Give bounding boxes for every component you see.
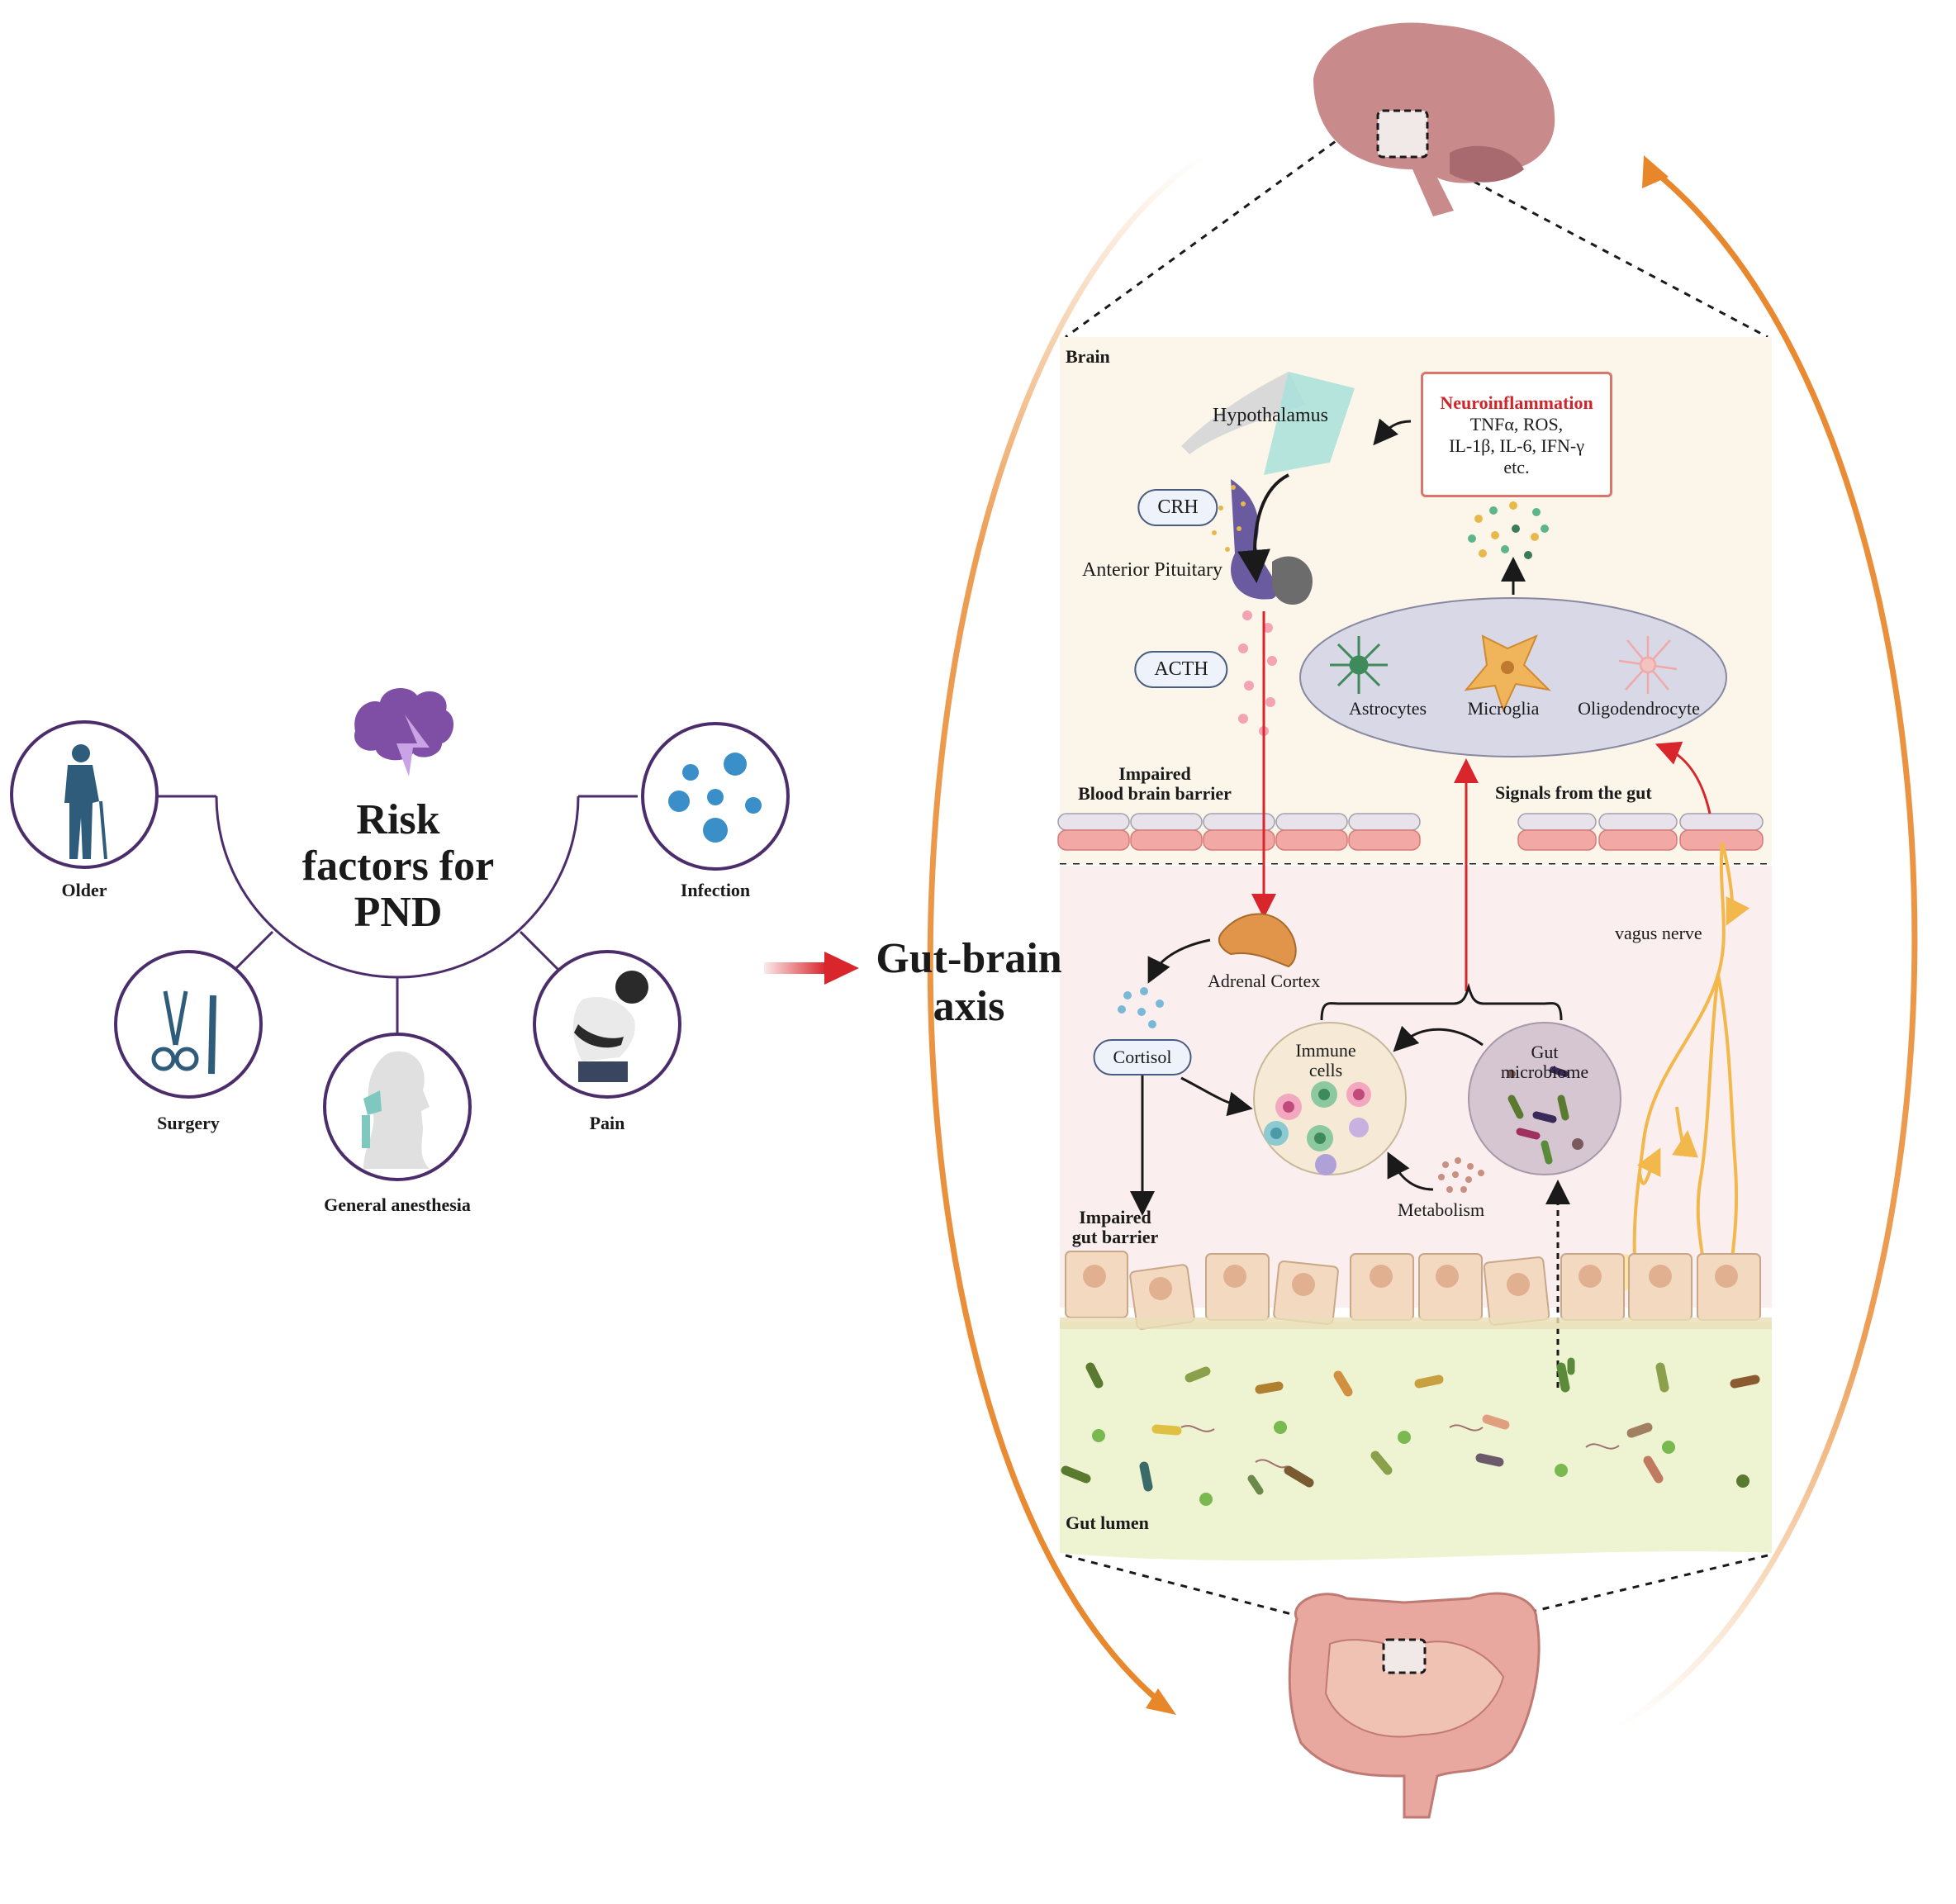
risk-title-line-1: Risk	[356, 796, 440, 843]
label-signals-from-gut: Signals from the gut	[1495, 782, 1652, 803]
neuroinflammation-title: Neuroinflammation	[1440, 392, 1593, 413]
label-astrocytes: Astrocytes	[1348, 698, 1427, 719]
immune-cell-icons	[1264, 1081, 1371, 1175]
risk-title-line-3: PND	[354, 889, 443, 937]
virus-icon	[668, 753, 762, 843]
label-impaired-bbb: Impaired Blood brain barrier	[1078, 763, 1232, 805]
label-hypothalamus: Hypothalamus	[1213, 405, 1328, 426]
gut-epithelial-cells	[1060, 1251, 1772, 1330]
blood-brain-barrier-cells	[1057, 813, 1764, 851]
metabolism-to-immune-arrow	[1387, 1151, 1434, 1191]
neuroinflammation-line-1: TNFα, ROS,	[1469, 413, 1564, 434]
microbiome-line-1: Gut	[1531, 1042, 1559, 1062]
cytokine-dots	[1468, 501, 1549, 559]
elderly-person-icon	[64, 744, 107, 860]
abdominal-pain-icon	[572, 971, 648, 1082]
label-surgery: Surgery	[157, 1113, 220, 1133]
acth-pill: ACTH	[1134, 651, 1228, 688]
gut-to-brain-arc	[1617, 167, 1918, 1729]
microbiome-to-immune-arrow	[1393, 1025, 1484, 1052]
risk-to-axis-arrow	[764, 952, 859, 985]
older-circle	[10, 720, 159, 869]
brain-organ-icon	[1313, 22, 1555, 216]
axis-title-line-2: axis	[933, 983, 1005, 1031]
brain-lightning-icon	[354, 687, 454, 776]
crh-pill: CRH	[1137, 489, 1218, 526]
label-microglia: Microglia	[1467, 698, 1540, 719]
surgery-circle	[114, 950, 263, 1099]
adrenal-to-cortisol-arrow	[1147, 938, 1211, 984]
label-gut-microbiome: Gut microbiome	[1501, 1042, 1588, 1082]
lumen-squiggle-bacteria	[1180, 1424, 1620, 1469]
cortisol-pill: Cortisol	[1093, 1039, 1192, 1075]
label-oligodendrocyte: Oligodendrocyte	[1578, 698, 1700, 719]
acth-dots	[1238, 610, 1277, 736]
gut-lumen-panel	[1060, 1322, 1772, 1561]
gut-brain-axis-title: Gut-brain axis	[876, 935, 1061, 1031]
neuroinflammation-line-2: IL-1β, IL-6, IFN-γ	[1449, 434, 1584, 456]
astrocyte-icon	[1330, 636, 1388, 694]
immune-line-2: cells	[1308, 1060, 1343, 1081]
axis-title-line-1: Gut-brain	[876, 935, 1062, 982]
immune-line-1: Immune	[1295, 1040, 1356, 1061]
label-gut-lumen: Gut lumen	[1066, 1512, 1149, 1533]
neuroinflammation-box: Neuroinflammation TNFα, ROS, IL-1β, IL-6…	[1421, 372, 1612, 497]
gut-signal-arrow	[1655, 741, 1712, 814]
label-anterior-pituitary: Anterior Pituitary	[1082, 559, 1222, 581]
label-adrenal-cortex: Adrenal Cortex	[1208, 971, 1321, 991]
cortisol-to-immune-arrow	[1180, 1076, 1253, 1117]
lumen-bacteria	[1061, 1357, 1760, 1495]
impaired-gut-line-1: Impaired	[1079, 1207, 1151, 1227]
lumen-round-bacteria	[1092, 1421, 1749, 1506]
microglia-icon	[1464, 634, 1551, 713]
gut-panel	[1060, 866, 1772, 1308]
impaired-bbb-line-1: Impaired	[1118, 763, 1191, 784]
vagus-nerve	[1632, 842, 1750, 1277]
label-impaired-gut-barrier: Impaired gut barrier	[1071, 1207, 1159, 1248]
label-general-anesthesia: General anesthesia	[324, 1194, 471, 1215]
label-vagus-nerve: vagus nerve	[1615, 923, 1702, 943]
microbiome-line-2: microbiome	[1500, 1061, 1589, 1083]
brain-to-gut-arc	[927, 154, 1204, 1708]
oligodendrocyte-icon	[1618, 636, 1678, 694]
label-immune-cells: Immune cells	[1295, 1040, 1356, 1081]
impaired-bbb-line-2: Blood brain barrier	[1078, 783, 1232, 805]
gut-microbiome-circle	[1468, 1022, 1621, 1175]
risk-title-line-2: factors for	[301, 843, 495, 890]
anesthesia-mask-icon	[362, 1051, 430, 1169]
label-pain: Pain	[589, 1113, 625, 1133]
surgical-tools-icon	[151, 990, 216, 1075]
label-older: Older	[61, 880, 107, 900]
intestine-organ-icon	[1288, 1592, 1541, 1819]
hypothalamus-pituitary-icon	[1181, 372, 1355, 605]
impaired-gut-line-2: gut barrier	[1071, 1227, 1159, 1248]
risk-factors-title: Risk factors for PND	[301, 796, 495, 937]
label-infection: Infection	[680, 880, 751, 900]
anesthesia-circle	[323, 1033, 472, 1181]
brain-panel	[1060, 337, 1772, 863]
cortisol-dots	[1118, 987, 1164, 1028]
neuroinflammation-to-hypothalamus-arrow	[1373, 418, 1412, 446]
microbiome-bacteria-icons	[1507, 1066, 1583, 1165]
neuroinflammation-line-3: etc.	[1503, 456, 1530, 477]
infection-circle	[641, 722, 790, 871]
metabolite-dots	[1438, 1157, 1484, 1193]
brace-bracket	[1320, 982, 1563, 1021]
risk-factor-hub	[157, 795, 638, 1039]
label-metabolism: Metabolism	[1398, 1199, 1485, 1220]
adrenal-cortex-icon	[1218, 913, 1297, 968]
pain-circle	[533, 950, 681, 1099]
label-brain: Brain	[1066, 346, 1110, 367]
